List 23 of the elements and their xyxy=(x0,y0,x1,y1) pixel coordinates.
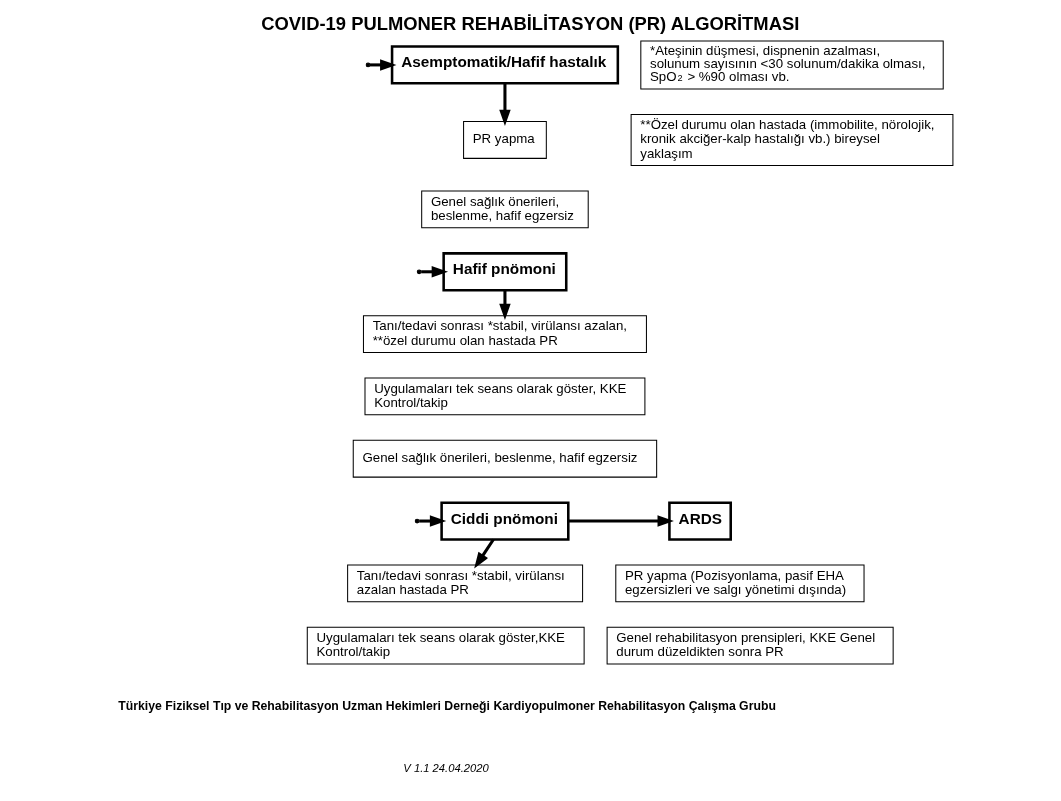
arrow xyxy=(498,83,511,127)
node-box: Genel rehabilitasyon prensipleri, KKE Genel durum düzeldikten sonra PR xyxy=(606,626,894,665)
node-box: ARDS xyxy=(667,501,732,541)
caption: Türkiye Fiziksel Tıp ve Rehabilitasyon Uzman Hekimleri Derneği Kardiyopulmoner Rehabilitasyon Çalışma Grubu xyxy=(117,699,776,714)
node-box: Uygulamaları tek seans olarak göster, KKE Kontrol/takip xyxy=(364,377,645,416)
node-box: Ciddi pnömoni xyxy=(439,501,570,541)
node-box: Genel sağlık önerileri, beslenme, hafif egzersiz xyxy=(420,190,589,229)
diagram-title: COVID-19 PULMONER REHABİLİTASYON (PR) ALGORİTMASI xyxy=(260,13,799,35)
node-box: Genel sağlık önerileri, beslenme, hafif egzersiz xyxy=(352,439,657,478)
arrow xyxy=(420,266,448,278)
node-box: Uygulamaları tek seans olarak göster,KKE Kontrol/takip xyxy=(306,626,585,665)
arrow xyxy=(498,290,511,321)
node-box: Asemptomatik/Hafif hastalık xyxy=(390,45,619,85)
label: V 1.1 24.04.2020 xyxy=(402,762,489,775)
arrow xyxy=(473,538,495,569)
node-box: Tanı/tedavi sonrası *stabil, virülansı azalan hastada PR xyxy=(346,564,583,603)
arrow xyxy=(568,515,674,527)
node-box: **Özel durumu olan hastada (immobilite, nörolojik, kronik akciğer-kalp hastalığı vb.) bireysel yaklaşım xyxy=(630,113,953,167)
node-box: Tanı/tedavi sonrası *stabil, virülansı azalan, **özel durumu olan hastada PR xyxy=(362,315,647,353)
node-box: Hafif pnömoni xyxy=(441,252,567,292)
node-box: PR yapma xyxy=(462,121,547,159)
node-box: PR yapma (Pozisyonlama, pasif EHA egzersizleri ve salgı yönetimi dışında) xyxy=(614,564,865,603)
node-box: *Ateşinin düşmesi, dispnenin azalması, solunum sayısının <30 solunum/dakika olması, SpO2 > %90 olması vb. xyxy=(639,40,944,90)
